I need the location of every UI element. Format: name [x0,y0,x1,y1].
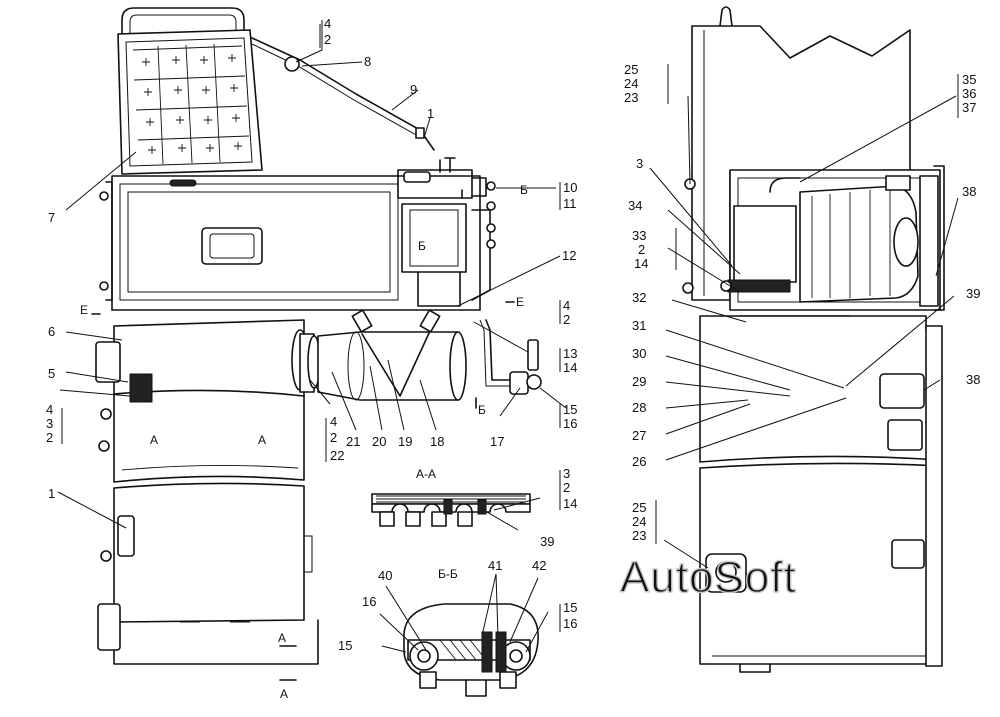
callout-25: 25 [624,62,638,77]
callout-31: 31 [632,318,646,333]
callout-1: 1 [427,106,434,121]
callout-9: 9 [410,82,417,97]
leader-lines [57,20,959,653]
callout-36: 36 [962,86,976,101]
callout-42: 42 [532,558,546,573]
section-markers: E E A A A A Б Б Б A-A Б-Б [80,183,528,701]
callout-38: 38 [966,372,980,387]
callout-29: 29 [632,374,646,389]
callout-14: 14 [563,496,577,511]
callout-2: 2 [563,480,570,495]
callout-1: 1 [48,486,55,501]
radiator-panel [117,29,263,175]
callout-33: 33 [632,228,646,243]
lower-enclosure [699,315,943,673]
callout-24: 24 [632,514,646,529]
callout-16: 16 [563,616,577,631]
callout-34: 34 [628,198,642,213]
callout-17: 17 [490,434,504,449]
callout-27: 27 [632,428,646,443]
latch [117,515,135,557]
callout-11: 11 [563,196,577,211]
callout-10: 10 [563,180,577,195]
access-hatch [201,227,263,265]
callout-3: 3 [636,156,643,171]
top-handle [121,7,245,39]
section-title-a-a: A-A [416,467,436,481]
heater-motor [682,165,945,311]
watermark: AutoSoft [620,553,797,602]
callout-4: 4 [324,16,331,31]
callout-labels: 4 2 8 9 1 7 10 11 12 4 2 13 14 15 16 17 … [46,16,980,653]
callout-4: 4 [563,298,570,313]
section-mark-a: A [150,433,158,447]
exhaust-duct [291,309,542,401]
callout-2: 2 [638,242,645,257]
callout-32: 32 [632,290,646,305]
callout-25: 25 [632,500,646,515]
callout-39: 39 [540,534,554,549]
callout-2: 2 [330,430,337,445]
callout-2: 2 [324,32,331,47]
callout-39: 39 [966,286,980,301]
callout-2: 2 [563,312,570,327]
callout-15: 15 [338,638,352,653]
callout-16: 16 [362,594,376,609]
callout-2: 2 [46,430,53,445]
section-b-b [403,603,539,697]
top-lug [719,6,733,27]
left-view [91,7,542,681]
callout-13: 13 [563,346,577,361]
section-mark-e: E [80,303,88,317]
callout-18: 18 [430,434,444,449]
right-view [682,6,945,673]
callout-23: 23 [624,90,638,105]
callout-12: 12 [562,248,576,263]
callout-40: 40 [378,568,392,583]
callout-38: 38 [962,184,976,199]
callout-21: 21 [346,434,360,449]
callout-26: 26 [632,454,646,469]
callout-22: 22 [330,448,344,463]
callout-3: 3 [563,466,570,481]
callout-19: 19 [398,434,412,449]
section-mark-a: A [280,687,288,701]
control-box [733,205,797,283]
section-mark-e: E [516,295,524,309]
callout-4: 4 [46,402,53,417]
section-mark-b: Б [478,403,486,417]
section-mark-b: Б [418,239,426,253]
callout-28: 28 [632,400,646,415]
callout-5: 5 [48,366,55,381]
fuel-tank-lower [97,482,319,665]
callout-6: 6 [48,324,55,339]
callout-15: 15 [563,402,577,417]
section-mark-a: A [258,433,266,447]
callout-37: 37 [962,100,976,115]
section-mark-a: A [278,631,286,645]
callout-35: 35 [962,72,976,87]
callout-7: 7 [48,210,55,225]
callout-16: 16 [563,416,577,431]
burner-block [397,157,496,307]
fuel-tank-upper [95,319,305,483]
strap-clip [284,56,300,72]
callout-14: 14 [563,360,577,375]
section-mark-b: Б [520,183,528,197]
callout-41: 41 [488,558,502,573]
callout-8: 8 [364,54,371,69]
callout-30: 30 [632,346,646,361]
section-a-a [371,493,531,527]
callout-24: 24 [624,76,638,91]
callout-4: 4 [330,414,337,429]
callout-14: 14 [634,256,648,271]
callout-3: 3 [46,416,53,431]
callout-20: 20 [372,434,386,449]
section-title-b-b: Б-Б [438,567,458,581]
callout-15: 15 [563,600,577,615]
callout-23: 23 [632,528,646,543]
